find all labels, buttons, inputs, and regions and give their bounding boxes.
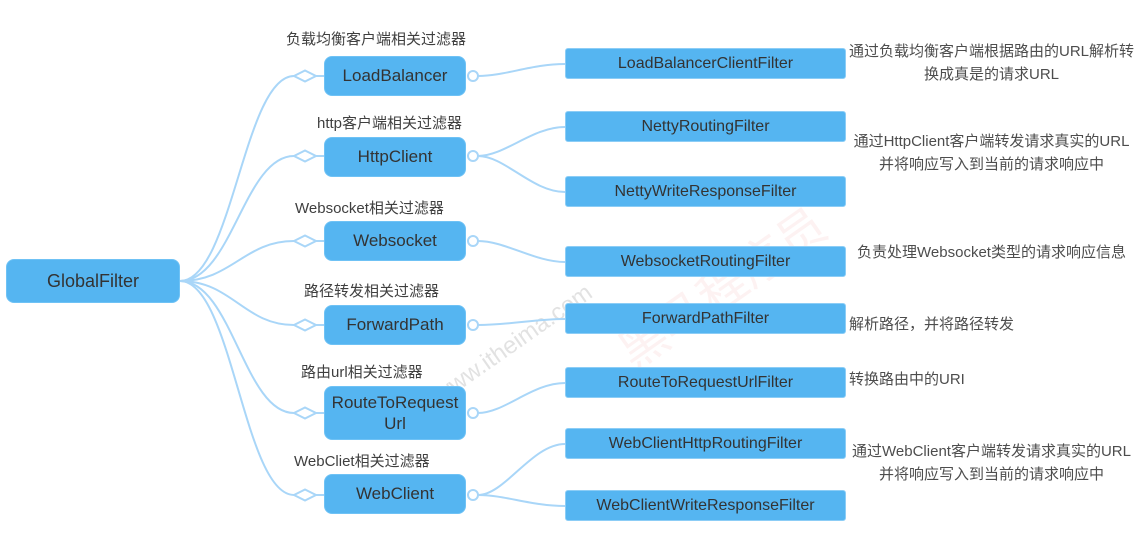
group-label-loadbalancer: 负载均衡客户端相关过滤器	[286, 31, 467, 48]
note-httpclient: 通过HttpClient客户端转发请求真实的URL并将响应写入到当前的请求响应中	[853, 133, 1130, 173]
circle-connector-markers	[467, 70, 479, 501]
child-node-websocketroutingfilter[interactable]: WebsocketRoutingFilter	[565, 246, 846, 277]
branch-node-websocket[interactable]: Websocket	[324, 221, 466, 261]
group-label-webclient: WebCliet相关过滤器	[294, 453, 430, 470]
child-node-routetorequesturlfilter[interactable]: RouteToRequestUrlFilter	[565, 367, 846, 398]
group-label-routetorequesturl: 路由url相关过滤器	[301, 364, 423, 381]
branch-node-webclient[interactable]: WebClient	[324, 474, 466, 514]
group-label-forwardpath: 路径转发相关过滤器	[304, 283, 440, 300]
child-node-nettyroutingfilter[interactable]: NettyRoutingFilter	[565, 111, 846, 142]
branch-node-loadbalancer[interactable]: LoadBalancer	[324, 56, 466, 96]
root-node-globalfilter[interactable]: GlobalFilter	[6, 259, 180, 303]
note-loadbalancer: 通过负载均衡客户端根据路由的URL解析转换成真是的请求URL	[849, 43, 1135, 83]
note-websocket: 负责处理Websocket类型的请求响应信息	[857, 244, 1126, 261]
child-node-nettywriteresponsefilter[interactable]: NettyWriteResponseFilter	[565, 176, 846, 207]
note-routetorequesturl: 转换路由中的URI	[849, 371, 965, 388]
child-node-loadbalancerclientfilter[interactable]: LoadBalancerClientFilter	[565, 48, 846, 79]
branch-node-routetorequesturl[interactable]: RouteToRequestUrl	[324, 386, 466, 440]
child-connectors	[477, 63, 566, 507]
child-node-forwardpathfilter[interactable]: ForwardPathFilter	[565, 303, 846, 334]
child-node-webclienthttproutingfilter[interactable]: WebClientHttpRoutingFilter	[565, 428, 846, 459]
note-forwardpath: 解析路径，并将路径转发	[849, 316, 1015, 333]
child-node-webclientwriteresponsefilter[interactable]: WebClientWriteResponseFilter	[565, 490, 846, 521]
group-label-httpclient: http客户端相关过滤器	[317, 115, 463, 132]
note-webclient: 通过WebClient客户端转发请求真实的URL并将响应写入到当前的请求响应中	[852, 443, 1131, 483]
group-label-websocket: Websocket相关过滤器	[295, 200, 444, 217]
diamond-connector-markers	[291, 69, 319, 502]
branch-node-httpclient[interactable]: HttpClient	[324, 137, 466, 177]
branch-node-forwardpath[interactable]: ForwardPath	[324, 305, 466, 345]
